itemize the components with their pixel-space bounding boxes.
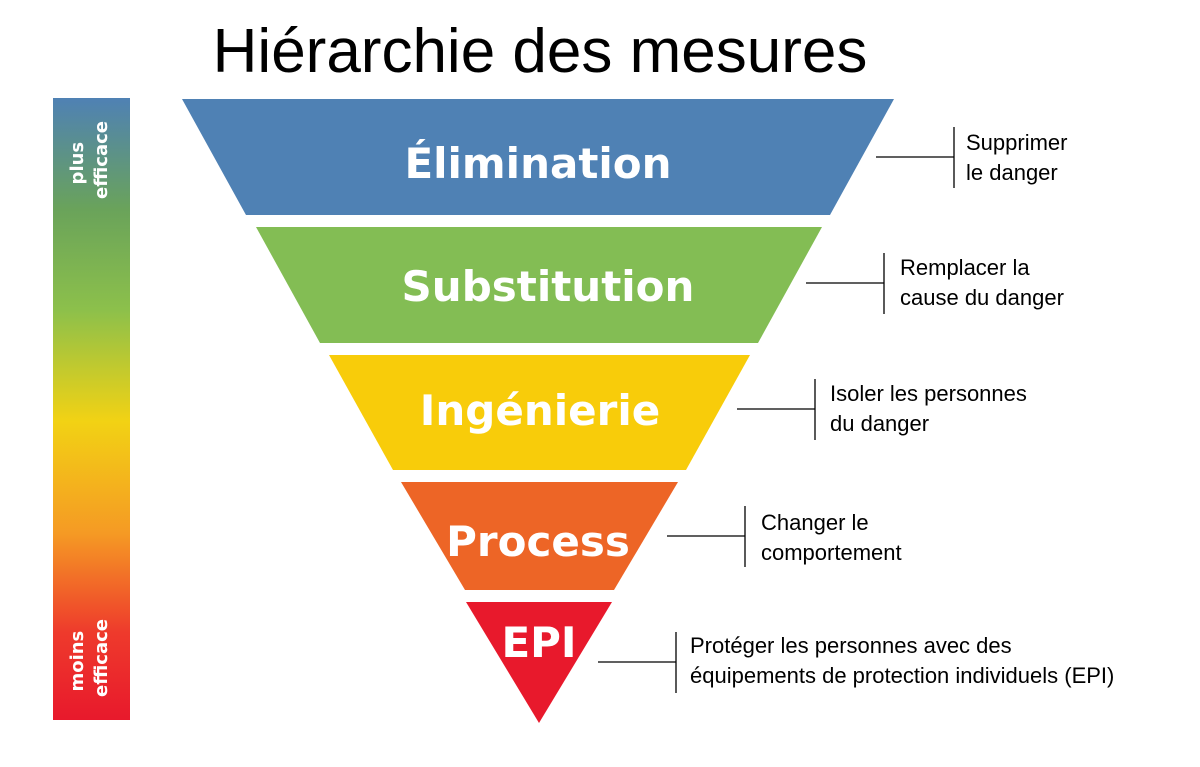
description-ingenierie: Isoler les personnes du danger: [737, 379, 1033, 440]
description-elimination-line-1: Supprimer: [966, 130, 1067, 155]
scale-gradient-bar: [53, 98, 130, 720]
description-process-text: Changer le comportement: [761, 510, 902, 565]
level-substitution: Substitution: [256, 227, 822, 343]
description-substitution-line-2: cause du danger: [900, 285, 1064, 310]
scale-top-line-2: efficace: [91, 121, 112, 199]
effectiveness-scale: plus efficace moins efficace: [53, 98, 130, 720]
scale-bottom-line-1: moins: [67, 631, 88, 692]
leader-line-substitution: [806, 253, 885, 314]
level-epi-label: EPI: [501, 618, 576, 667]
description-ingenierie-line-2: du danger: [830, 411, 929, 436]
description-ingenierie-line-1: Isoler les personnes: [830, 381, 1027, 406]
level-process-label: Process: [446, 517, 630, 566]
description-process-line-1: Changer le: [761, 510, 869, 535]
description-elimination-text: Supprimer le danger: [966, 130, 1074, 185]
scale-bottom-label: moins efficace: [67, 619, 112, 697]
scale-bottom-line-2: efficace: [91, 619, 112, 697]
level-process: Process: [401, 482, 678, 590]
description-epi-line-1: Protéger les personnes avec des: [690, 633, 1012, 658]
level-elimination: Élimination: [182, 99, 894, 215]
level-elimination-label: Élimination: [404, 138, 671, 188]
scale-top-label: plus efficace: [67, 121, 112, 199]
description-substitution-text: Remplacer la cause du danger: [900, 255, 1064, 310]
level-process-band: [401, 482, 678, 590]
descriptions: Supprimer le danger Remplacer la cause d…: [598, 127, 1114, 693]
level-substitution-label: Substitution: [402, 262, 695, 311]
level-ingenierie-label: Ingénierie: [420, 386, 660, 435]
level-epi-band: [466, 602, 612, 723]
description-elimination: Supprimer le danger: [876, 127, 1074, 188]
level-ingenierie-band: [329, 355, 750, 470]
description-process: Changer le comportement: [667, 506, 902, 567]
level-epi: EPI: [466, 602, 612, 723]
description-substitution: Remplacer la cause du danger: [806, 253, 1064, 314]
pyramid: Élimination Substitution Ingénierie Proc…: [182, 99, 894, 723]
description-elimination-line-2: le danger: [966, 160, 1058, 185]
description-process-line-2: comportement: [761, 540, 902, 565]
description-epi-line-2: équipements de protection individuels (E…: [690, 663, 1114, 688]
diagram-title: Hiérarchie des mesures: [213, 17, 868, 86]
description-epi: Protéger les personnes avec des équipeme…: [598, 632, 1114, 693]
level-substitution-band: [256, 227, 822, 343]
leader-line-process: [667, 506, 746, 567]
level-ingenierie: Ingénierie: [329, 355, 750, 470]
description-substitution-line-1: Remplacer la: [900, 255, 1030, 280]
leader-line-elimination: [876, 127, 955, 188]
description-epi-text: Protéger les personnes avec des équipeme…: [690, 633, 1114, 688]
leader-line-ingenierie: [737, 379, 816, 440]
description-ingenierie-text: Isoler les personnes du danger: [830, 381, 1033, 436]
scale-top-line-1: plus: [67, 142, 88, 185]
level-elimination-band: [182, 99, 894, 215]
leader-line-epi: [598, 632, 677, 693]
